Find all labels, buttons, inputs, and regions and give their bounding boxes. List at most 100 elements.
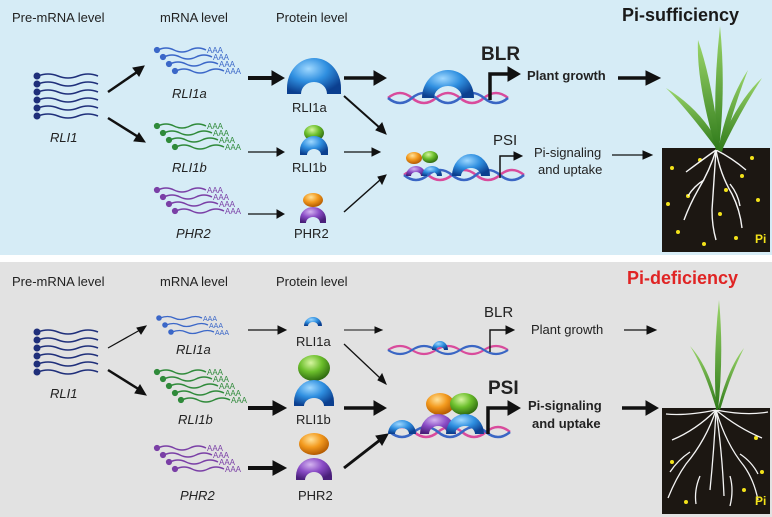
protein-phr2-orange-bottom (299, 433, 329, 455)
soil-pi-dots-top (666, 156, 760, 246)
label-pre-mrna-rli1-top: RLI1 (50, 130, 78, 145)
poly-a-tail: AAA (213, 451, 230, 460)
protein-rli1a-on-blr-bottom (432, 341, 448, 350)
psi-promoter-arrow-bottom (486, 400, 521, 434)
protein-rli1a-top (287, 58, 341, 94)
poly-a-tail: AAA (207, 444, 224, 453)
poly-a-tail: AAA (219, 60, 236, 69)
mrna-rli1a-strands-bottom (156, 315, 215, 335)
poly-a-tail: AAA (207, 46, 224, 55)
dna-blr-bottom (387, 344, 509, 356)
protein-rli1b-green-bottom (298, 355, 330, 381)
poly-a-tail: AAA (219, 382, 236, 391)
complex-purple-top (406, 166, 426, 176)
poly-a-tail: AAA (209, 323, 223, 330)
label-pi-signaling-bottom: Pi-signaling (528, 398, 602, 413)
protein-rli1a-bottom (304, 317, 322, 326)
complex-green-bottom (450, 393, 478, 415)
poly-a-tail: AAA (213, 53, 230, 62)
label-pre-mrna-rli1-bottom: RLI1 (50, 386, 78, 401)
protein-rli1b-bottom (294, 380, 334, 406)
blr-promoter-arrow-bottom (489, 325, 516, 352)
mrna-phr2-strands (153, 186, 225, 215)
mrna-phr2-strands-bottom (153, 444, 225, 473)
poly-a-tail: AAA (225, 465, 242, 474)
poly-a-tail: AAA (215, 330, 229, 337)
complex-orange-top (406, 152, 422, 164)
label-protein-rli1a-top: RLI1a (292, 100, 327, 115)
header-protein-top: Protein level (276, 10, 348, 25)
poly-a-tail: AAA (213, 129, 230, 138)
pre-mrna-strands (33, 72, 99, 120)
label-mrna-phr2-bottom: PHR2 (180, 488, 215, 503)
label-and-uptake-bottom: and uptake (532, 416, 601, 431)
poly-a-tail: AAA (203, 316, 217, 323)
label-plant-growth-bottom: Plant growth (531, 322, 604, 337)
poly-a-tail: AAA (231, 396, 248, 405)
label-mrna-rli1b-bottom: RLI1b (178, 412, 213, 427)
label-protein-rli1a-bottom: RLI1a (296, 334, 331, 349)
protein-rli1a-on-blr (422, 70, 474, 98)
condition-title-bottom: Pi-deficiency (627, 268, 739, 288)
poly-a-tail: AAA (207, 186, 224, 195)
header-pre-mrna-top: Pre-mRNA level (12, 10, 105, 25)
poly-a-tail: AAA (213, 193, 230, 202)
plant-leaves-top (666, 26, 762, 152)
label-blr-top: BLR (481, 44, 521, 65)
complex-blue-left-bottom (388, 420, 416, 434)
blr-promoter-arrow (488, 66, 521, 100)
poly-a-tail: AAA (225, 389, 242, 398)
label-mrna-rli1b-top: RLI1b (172, 160, 207, 175)
soil-top (662, 148, 770, 252)
pre-mrna-strands-bottom (33, 328, 99, 376)
poly-a-tail: AAA (207, 368, 224, 377)
header-pre-mrna-bottom: Pre-mRNA level (12, 274, 105, 289)
protein-phr2-orange-top (303, 193, 323, 207)
header-mrna-top: mRNA level (160, 10, 228, 25)
dna-blr-top (387, 91, 509, 105)
complex-blue-small-top (422, 166, 442, 176)
roots-top (683, 149, 747, 241)
label-soil-pi-top: Pi (755, 232, 767, 246)
poly-a-tail: AAA (225, 207, 242, 216)
header-protein-bottom: Protein level (276, 274, 348, 289)
poly-a-tail: AAA (225, 143, 242, 152)
soil-bottom (662, 408, 770, 514)
mrna-rli1b-strands-bottom (153, 368, 231, 404)
plant-leaves-bottom (690, 300, 744, 410)
roots-bottom (665, 409, 769, 507)
protein-rli1b-top (300, 136, 328, 155)
condition-title-top: Pi-sufficiency (622, 5, 740, 25)
label-mrna-rli1a-top: RLI1a (172, 86, 207, 101)
poly-a-tail: AAA (225, 67, 242, 76)
label-protein-phr2-bottom: PHR2 (298, 488, 333, 503)
poly-a-tail: AAA (213, 375, 230, 384)
label-pi-signaling-top: Pi-signaling (534, 145, 602, 160)
poly-a-tail: AAA (219, 200, 236, 209)
psi-promoter-arrow (499, 151, 524, 178)
label-mrna-rli1a-bottom: RLI1a (176, 342, 211, 357)
label-blr-bottom: BLR (484, 304, 514, 321)
complex-green-top (422, 151, 438, 163)
complex-blue-right-bottom (446, 414, 484, 434)
mrna-rli1b-strands (153, 122, 225, 151)
label-psi-top: PSI (493, 132, 518, 149)
arrows-top (107, 65, 662, 219)
poly-a-tail: AAA (219, 458, 236, 467)
complex-orange-bottom (426, 393, 454, 415)
label-soil-pi-bottom: Pi (755, 494, 767, 508)
poly-a-tail: AAA (207, 122, 224, 131)
label-mrna-phr2-top: PHR2 (176, 226, 211, 241)
label-protein-phr2-top: PHR2 (294, 226, 329, 241)
header-mrna-bottom: mRNA level (160, 274, 228, 289)
label-plant-growth-top: Plant growth (527, 68, 606, 83)
protein-phr2-top (300, 207, 326, 223)
protein-phr2-bottom (296, 458, 332, 480)
label-protein-rli1b-bottom: RLI1b (296, 412, 331, 427)
label-psi-bottom: PSI (488, 378, 519, 399)
arrows-bottom (107, 325, 659, 476)
